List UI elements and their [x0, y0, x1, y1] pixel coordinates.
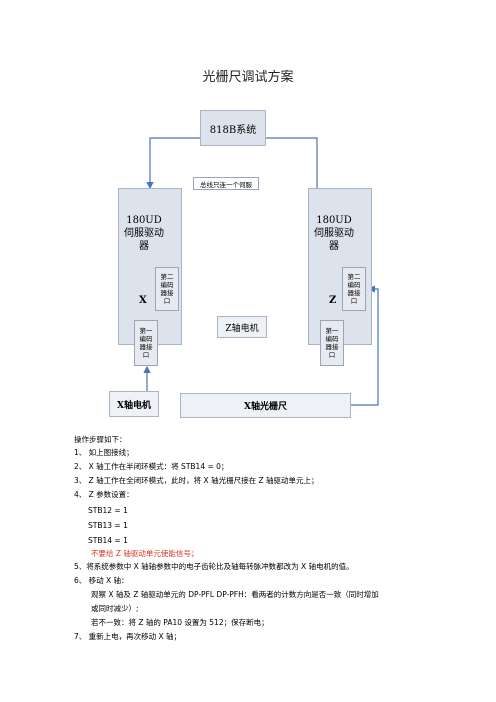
step-6-observe: 观察 X 轴及 Z 轴驱动单元的 DP-PFL DP-PFH：看两者的计数方向是…: [91, 590, 379, 599]
servo-drive-z: 180UD 伺服驱动 器 Z 第二编码器接口: [308, 188, 372, 345]
drive-x-title: 180UD: [126, 215, 162, 226]
step-6-if-mismatch: 若不一致：将 Z 轴的 PA10 设置为 512；保存断电；: [91, 618, 269, 627]
step-line-3: 3、 Z 轴工作在全闭环模式，此时，将 X 轴光栅尺接在 Z 轴驱动单元上；: [74, 476, 319, 485]
step-line-1: 1、 如上图接线；: [74, 448, 134, 457]
steps-heading: 操作步骤如下：: [74, 435, 127, 444]
drive-x-encoder1-port: 第一编码器接口: [134, 320, 158, 366]
step-line-7: 7、 重新上电，再次移动 X 轴；: [74, 632, 182, 641]
z-motor-box: Z轴电机: [217, 316, 267, 338]
step-6-observe-cont: 或同时减少）;: [91, 604, 139, 613]
drive-z-sub1: 伺服驱动: [314, 228, 354, 239]
drive-x-encoder2-port: 第二编码器接口: [155, 267, 179, 311]
param-stb14: STB14 = 1: [88, 536, 128, 545]
param-stb12: STB12 = 1: [88, 506, 128, 515]
step-line-2: 2、 X 轴工作在半闭环模式：将 STB14 = 0；: [74, 462, 229, 471]
drive-x-sub1: 伺服驱动: [124, 228, 164, 239]
x-scale-to-z-line: [351, 285, 379, 406]
drive-z-encoder2-port: 第二编码器接口: [342, 267, 366, 311]
step-line-5: 5、将系统参数中 X 轴轴参数中的电子齿轮比及轴每转脉冲数都改为 X 轴电机的值…: [74, 562, 354, 571]
step-line-4: 4、 Z 参数设置：: [74, 490, 134, 499]
drive-z-title: 180UD: [316, 215, 352, 226]
drive-x-axis-label: X: [139, 295, 147, 306]
drive-z-encoder1-port: 第一编码器接口: [320, 320, 344, 366]
system-box: 818B系统: [200, 110, 266, 146]
bus-line-z: [266, 137, 318, 188]
drive-z-axis-label: Z: [329, 295, 337, 306]
bus-note: 总线只连一个伺服: [193, 177, 259, 190]
warning-no-enable: 不要给 Z 轴驱动单元使能信号；: [91, 549, 199, 558]
bus-line-x: [146, 137, 200, 190]
x-scale-box: X轴光栅尺: [180, 393, 351, 418]
servo-drive-x: 180UD 伺服驱动 器 X 第二编码器接口: [118, 188, 182, 345]
page-title: 光栅尺调试方案: [202, 70, 294, 85]
param-stb13: STB13 = 1: [88, 521, 128, 530]
system-label: 818B系统: [209, 124, 257, 136]
drive-x-sub2: 器: [139, 241, 149, 252]
x-motor-box: X轴电机: [109, 391, 159, 417]
drive-z-sub2: 器: [329, 241, 339, 252]
step-line-6: 6、 移动 X 轴：: [74, 576, 129, 585]
